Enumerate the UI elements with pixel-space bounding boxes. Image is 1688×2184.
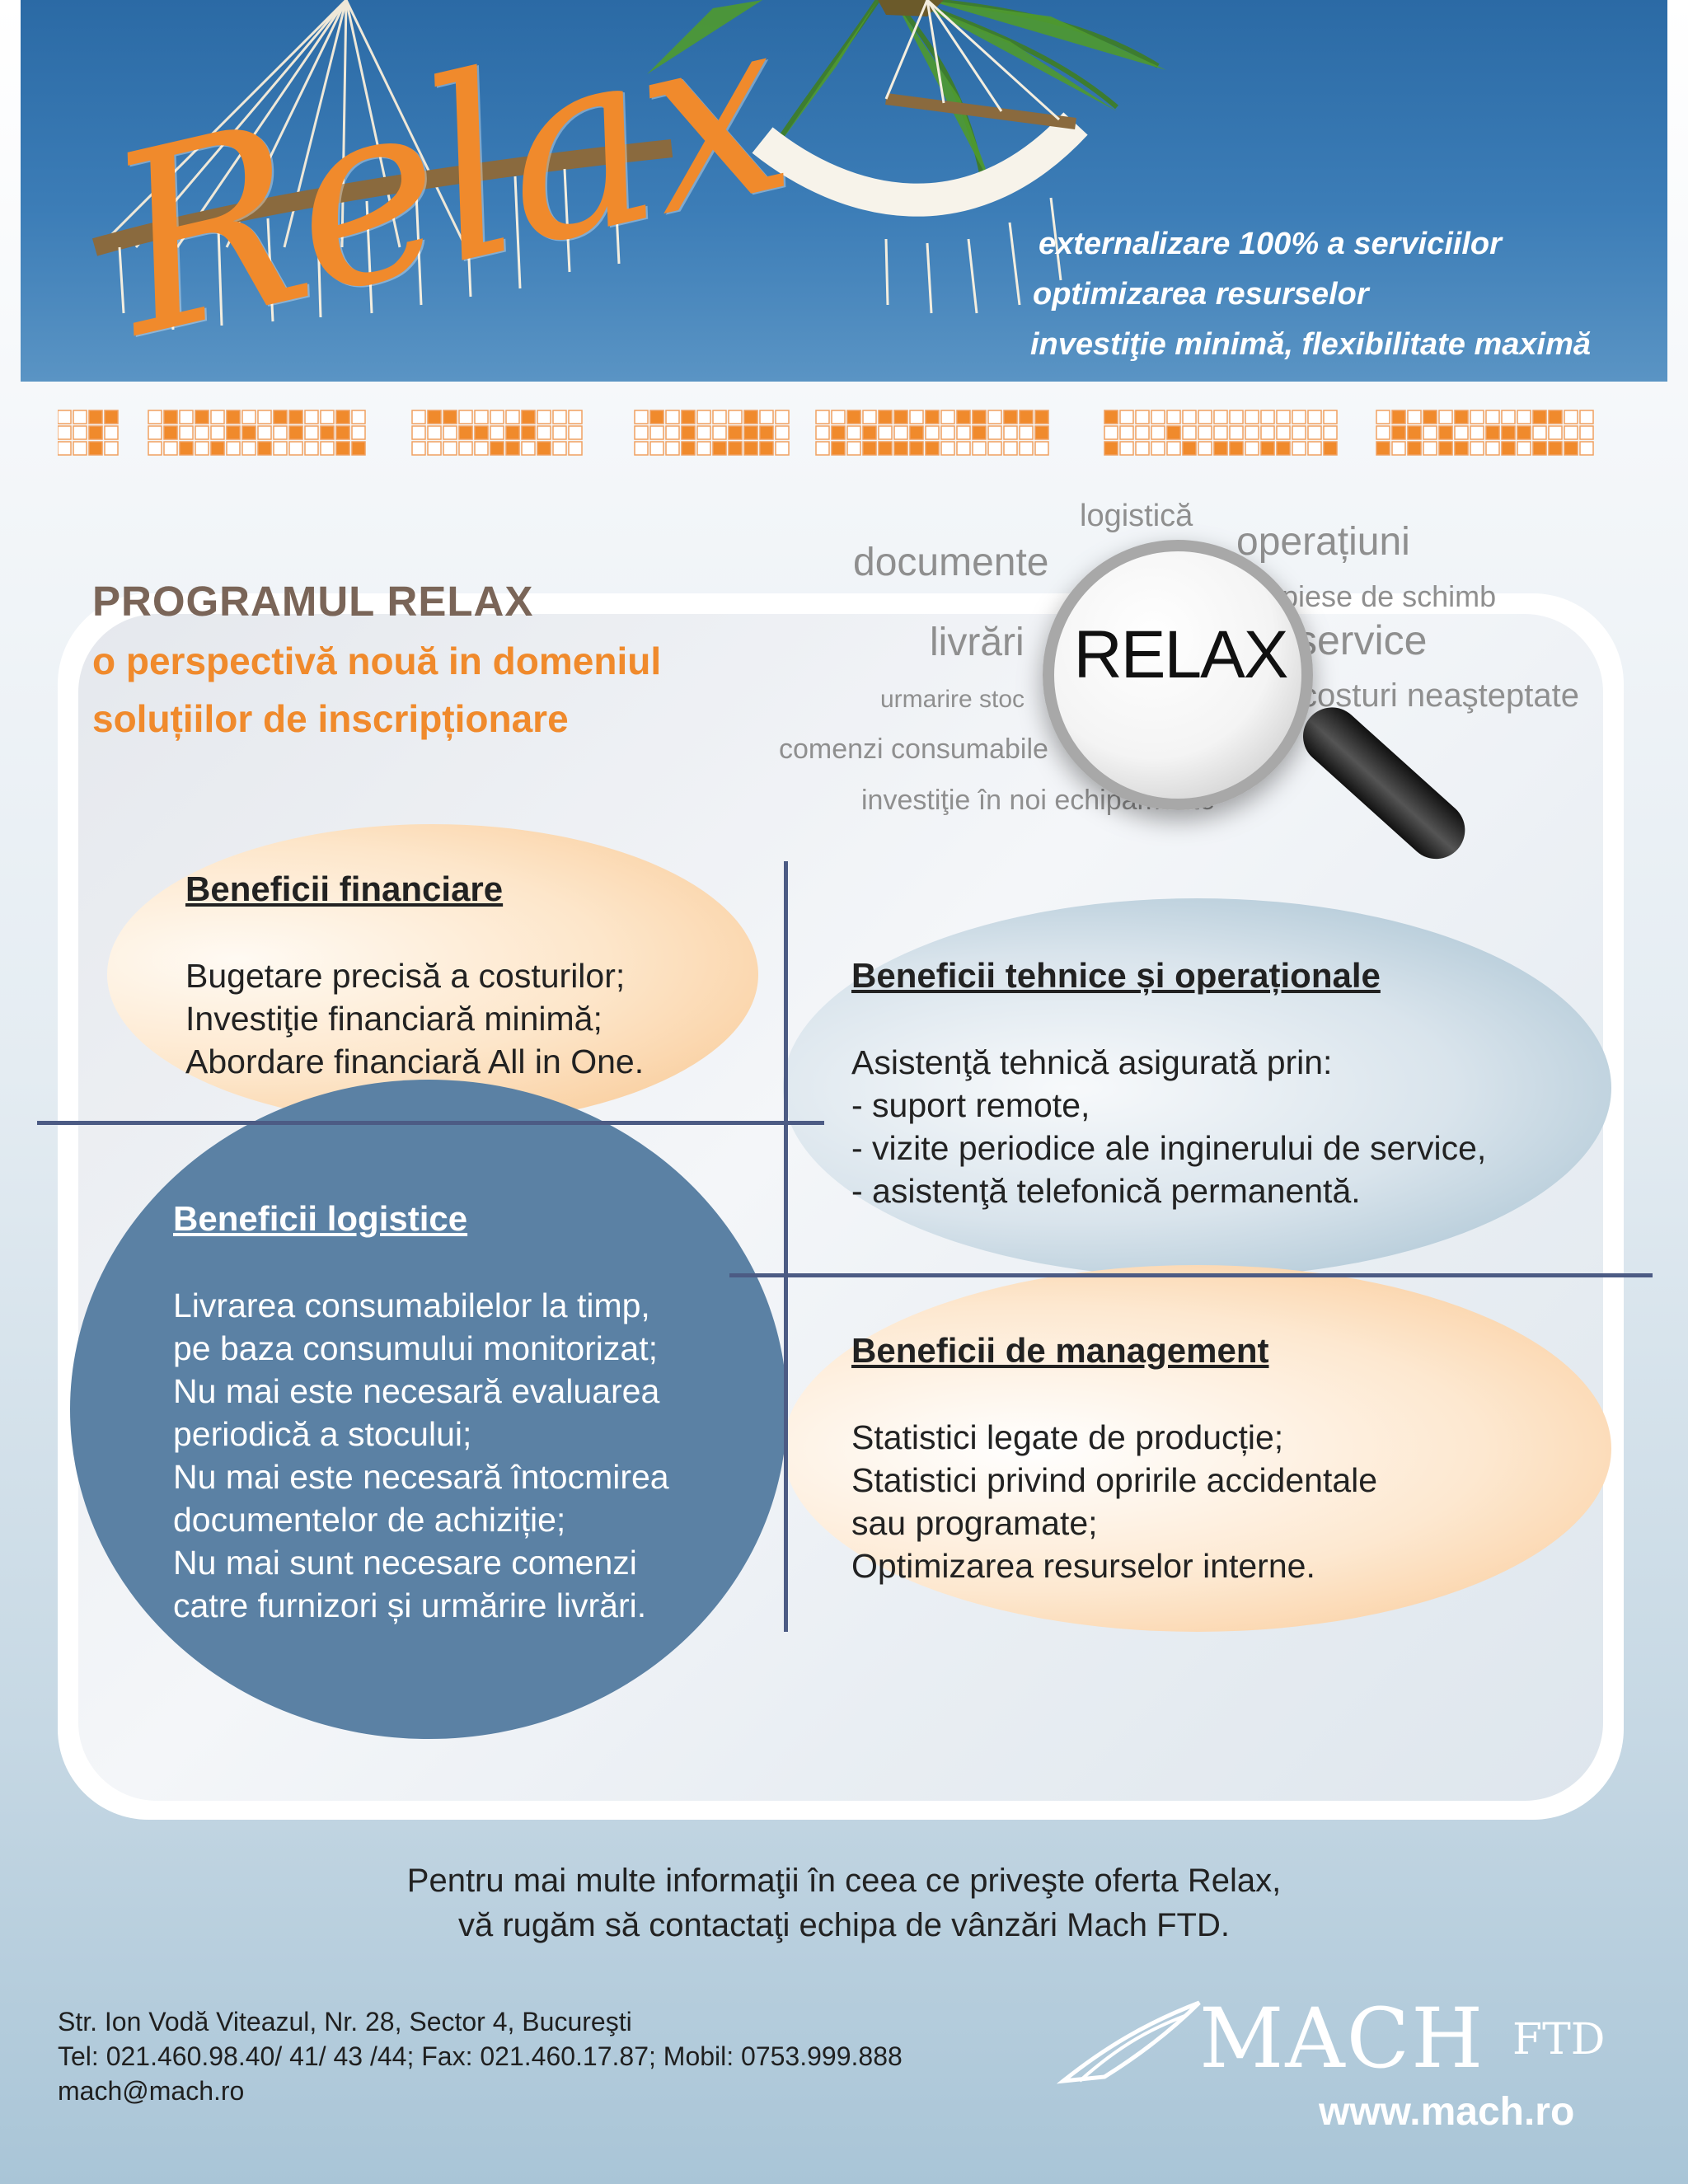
financial-item: Investiţie financiară minimă;: [185, 1000, 603, 1038]
management-list: Statistici legate de producție; Statisti…: [851, 1416, 1377, 1587]
address: Str. Ion Vodă Viteazul, Nr. 28, Sector 4…: [58, 2007, 632, 2036]
cloud-word-logistica: logistică: [1080, 499, 1193, 533]
logistic-bubble: [70, 1080, 787, 1739]
brand-name: MACH: [1199, 1990, 1485, 2087]
tagline-2: optimizarea resurselor: [1033, 277, 1369, 312]
technical-item: - suport remote,: [851, 1086, 1090, 1124]
brand-suffix: FTD: [1512, 2015, 1606, 2064]
tagline-3: investiţie minimă, flexibilitate maximă: [1030, 327, 1592, 362]
hammock-palm-illustration: [91, 0, 1166, 330]
mosaic-strip: [58, 410, 1594, 456]
financial-heading: Beneficii financiare: [185, 869, 504, 908]
logistic-item: Nu mai este necesară evaluarea: [173, 1372, 660, 1410]
program-subtitle-line1: o perspectivă nouă in domeniul: [92, 640, 662, 682]
cloud-word-documente: documente: [853, 541, 1049, 584]
financial-list: Bugetare precisă a costurilor; Investiţi…: [185, 954, 644, 1083]
program-title: PROGRAMUL RELAX: [92, 578, 534, 625]
management-item: Statistici privind opririle accidentale: [851, 1461, 1378, 1499]
logistic-item: periodică a stocului;: [173, 1415, 472, 1453]
cloud-word-livrari: livrări: [930, 621, 1025, 664]
logistic-list: Livrarea consumabilelor la timp, pe baza…: [173, 1284, 669, 1627]
cloud-word-urmarire: urmarire stoc: [880, 686, 1025, 713]
magnifier-word: RELAX: [1073, 617, 1289, 692]
horizontal-divider-left: [37, 1121, 824, 1125]
management-item: sau programate;: [851, 1504, 1098, 1542]
technical-list: Asistenţă tehnică asigurată prin: - supo…: [851, 1041, 1486, 1212]
mach-wing-logo-icon: [1056, 2000, 1201, 2084]
logistic-item: Livrarea consumabilelor la timp,: [173, 1286, 650, 1324]
cloud-word-operatiuni: operațiuni: [1236, 520, 1410, 564]
contact-line-2: vă rugăm să contactaţi echipa de vânzări…: [458, 1907, 1230, 1943]
logistic-item: pe baza consumului monitorizat;: [173, 1329, 658, 1367]
contact-line-1: Pentru mai multe informaţii în ceea ce p…: [406, 1863, 1282, 1899]
vertical-divider: [784, 861, 788, 1632]
logistic-item: catre furnizori și urmărire livrări.: [173, 1586, 647, 1624]
email-link[interactable]: mach@mach.ro: [58, 2076, 245, 2106]
management-bubble: [783, 1265, 1611, 1632]
management-heading: Beneficii de management: [851, 1331, 1269, 1370]
cloud-word-comenzi: comenzi consumabile: [779, 733, 1048, 765]
management-item: Optimizarea resurselor interne.: [851, 1547, 1315, 1585]
cloud-word-piese: piese de schimb: [1282, 579, 1497, 613]
logistic-heading: Beneficii logistice: [173, 1199, 468, 1238]
technical-bubble: [783, 898, 1611, 1277]
technical-item: - asistenţă telefonică permanentă.: [851, 1172, 1361, 1210]
phone-fax: Tel: 021.460.98.40/ 41/ 43 /44; Fax: 021…: [58, 2041, 903, 2071]
tagline-1: externalizare 100% a serviciilor: [1039, 227, 1502, 261]
header-photo: [21, 0, 1667, 382]
financial-bubble: [107, 824, 758, 1125]
horizontal-divider-right: [729, 1273, 1653, 1277]
technical-heading: Beneficii tehnice și operaționale: [851, 956, 1381, 995]
financial-item: Abordare financiară All in One.: [185, 1043, 645, 1080]
logistic-item: documentelor de achiziție;: [173, 1501, 566, 1539]
cloud-word-costuri: costuri neaşteptate: [1301, 677, 1579, 714]
cloud-word-service: service: [1296, 617, 1428, 663]
program-subtitle-line2: soluțiilor de inscripționare: [92, 697, 569, 740]
technical-item: - vizite periodice ale inginerului de se…: [851, 1129, 1487, 1167]
financial-item: Bugetare precisă a costurilor;: [185, 957, 626, 995]
logistic-item: Nu mai sunt necesare comenzi: [173, 1544, 637, 1582]
website-link[interactable]: www.mach.ro: [1319, 2090, 1575, 2134]
logistic-item: Nu mai este necesară întocmirea: [173, 1458, 669, 1496]
technical-item: Asistenţă tehnică asigurată prin:: [851, 1043, 1333, 1081]
management-item: Statistici legate de producție;: [851, 1418, 1284, 1456]
